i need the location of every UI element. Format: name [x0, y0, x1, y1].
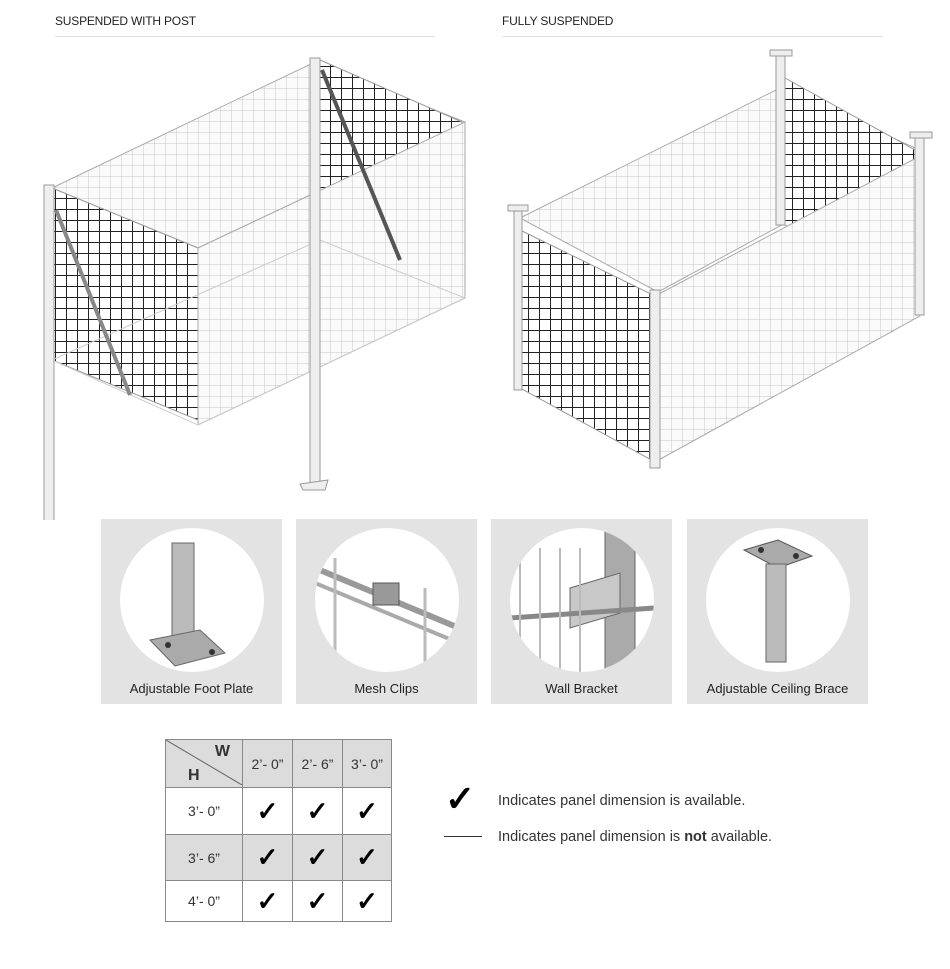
row-header: 3’- 6” [165, 834, 243, 881]
check-cell: ✓ [242, 834, 293, 881]
table-row: 3’- 0” ✓ ✓ ✓ [165, 787, 392, 835]
suspended-with-post-title: SUSPENDED WITH POST [55, 14, 196, 28]
legend-not-available: Indicates panel dimension is not availab… [498, 829, 772, 845]
column-header: 3’- 0” [342, 739, 392, 788]
check-cell: ✓ [242, 880, 293, 922]
check-cell: ✓ [292, 834, 343, 881]
height-label: H [188, 767, 200, 784]
ceiling-brace-image [706, 528, 850, 672]
table-row: 3’- 6” ✓ ✓ ✓ [165, 834, 392, 881]
legend-available: Indicates panel dimension is available. [498, 793, 746, 809]
dash-line-icon [444, 836, 482, 837]
divider [502, 36, 883, 37]
table-header-row: W H 2’- 0” 2’- 6” 3’- 0” [165, 739, 392, 788]
checkmark-icon: ✓ [445, 778, 476, 819]
check-cell: ✓ [342, 834, 392, 881]
check-cell: ✓ [242, 787, 293, 835]
accessory-foot-plate: Adjustable Foot Plate [101, 519, 282, 704]
column-header: 2’- 6” [292, 739, 343, 788]
legend-not-prefix: Indicates panel dimension is [498, 829, 685, 845]
cage-illustrations [43, 49, 933, 520]
accessory-label: Adjustable Foot Plate [129, 681, 254, 696]
legend-not-suffix: available. [706, 829, 773, 845]
row-header: 4’- 0” [165, 880, 243, 922]
accessory-label: Mesh Clips [354, 681, 419, 696]
check-cell: ✓ [292, 787, 343, 835]
mesh-clips-image [315, 528, 459, 672]
fully-suspended-cage [507, 49, 933, 469]
foot-plate-image [120, 528, 264, 672]
table-row: 4’- 0” ✓ ✓ ✓ [165, 880, 392, 922]
wall-bracket-image [510, 528, 654, 672]
accessory-label: Adjustable Ceiling Brace [706, 681, 849, 696]
panel-dimensions-table: W H 2’- 0” 2’- 6” 3’- 0” 3’- 0” ✓ ✓ ✓ 3’… [165, 739, 392, 922]
check-cell: ✓ [342, 787, 392, 835]
accessory-label: Wall Bracket [545, 681, 618, 696]
check-cell: ✓ [342, 880, 392, 922]
legend-not-bold: not [684, 829, 707, 845]
accessory-ceiling-brace: Adjustable Ceiling Brace [687, 519, 868, 704]
accessory-mesh-clips: Mesh Clips [296, 519, 477, 704]
accessory-wall-bracket: Wall Bracket [491, 519, 672, 704]
width-label: W [214, 743, 230, 760]
check-cell: ✓ [292, 880, 343, 922]
row-header: 3’- 0” [165, 787, 243, 835]
divider [55, 36, 435, 37]
suspended-with-post-cage [43, 57, 467, 520]
column-header: 2’- 0” [242, 739, 293, 788]
corner-cell: W H [165, 739, 243, 788]
fully-suspended-title: FULLY SUSPENDED [502, 14, 614, 28]
